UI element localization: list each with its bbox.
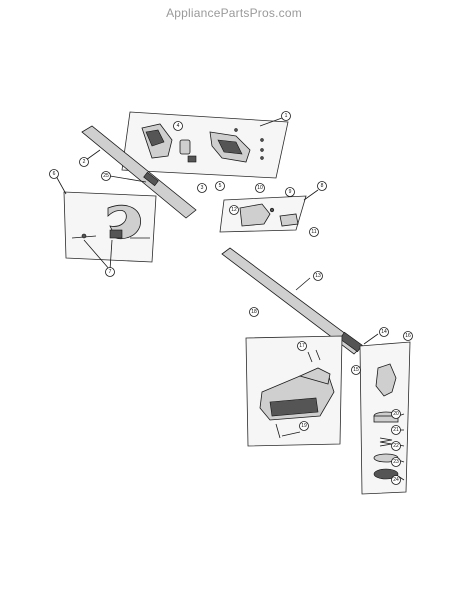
svg-text:15: 15 xyxy=(353,367,359,373)
callout-25: 25 xyxy=(101,171,111,181)
svg-text:22: 22 xyxy=(393,443,399,449)
svg-text:10: 10 xyxy=(257,185,263,191)
callout-2: 2 xyxy=(79,157,89,167)
callout-21: 21 xyxy=(391,425,401,435)
svg-text:24: 24 xyxy=(393,477,399,483)
line-cutter-blade[interactable] xyxy=(275,423,301,439)
svg-text:13: 13 xyxy=(315,273,321,279)
callout-6: 6 xyxy=(49,169,59,179)
guard-assembly[interactable] xyxy=(259,367,335,421)
upper-housing-right-half[interactable] xyxy=(209,131,251,163)
callout-17: 17 xyxy=(297,341,307,351)
svg-text:12: 12 xyxy=(231,207,237,213)
callout-15: 15 xyxy=(351,365,361,375)
svg-text:16: 16 xyxy=(405,333,411,339)
callout-18: 18 xyxy=(249,307,259,317)
callout-3: 3 xyxy=(197,183,207,193)
callout-19: 19 xyxy=(299,421,309,431)
coupler-assembly[interactable] xyxy=(239,203,299,227)
callout-22: 22 xyxy=(391,441,401,451)
callout-12: 12 xyxy=(229,205,239,215)
svg-text:20: 20 xyxy=(393,411,399,417)
gear-head[interactable] xyxy=(375,363,397,397)
upper-housing-left-half[interactable] xyxy=(141,123,173,159)
callout-8: 8 xyxy=(317,181,327,191)
callout-1: 1 xyxy=(281,111,291,121)
svg-text:8: 8 xyxy=(321,183,324,189)
watermark-text: AppliancePartsPros.com xyxy=(166,6,302,20)
svg-text:21: 21 xyxy=(393,427,399,433)
svg-text:11: 11 xyxy=(311,229,316,235)
callout-24: 24 xyxy=(391,475,401,485)
switch-trigger[interactable] xyxy=(179,139,197,163)
callout-14: 14 xyxy=(379,327,389,337)
svg-text:9: 9 xyxy=(289,189,292,195)
panel-assist-handle xyxy=(63,191,157,263)
svg-text:23: 23 xyxy=(393,459,399,465)
upper-shaft[interactable] xyxy=(81,125,197,219)
svg-text:1: 1 xyxy=(285,113,288,119)
svg-text:2: 2 xyxy=(83,159,86,165)
housing-screws[interactable] xyxy=(234,128,264,160)
svg-text:7: 7 xyxy=(109,269,112,275)
assist-handle-bolts[interactable] xyxy=(71,233,150,239)
callout-5: 5 xyxy=(215,181,225,191)
callout-23: 23 xyxy=(391,457,401,467)
callout-13: 13 xyxy=(313,271,323,281)
svg-text:6: 6 xyxy=(53,171,56,177)
callout-9: 9 xyxy=(285,187,295,197)
callout-16: 16 xyxy=(403,331,413,341)
svg-text:3: 3 xyxy=(201,185,204,191)
svg-text:25: 25 xyxy=(103,173,109,179)
svg-text:5: 5 xyxy=(219,183,222,189)
callout-7: 7 xyxy=(105,267,115,277)
assist-handle[interactable] xyxy=(107,204,141,240)
guard-screws[interactable] xyxy=(307,349,321,363)
callout-10: 10 xyxy=(255,183,265,193)
leader-lines xyxy=(55,117,405,481)
callout-4: 4 xyxy=(173,121,183,131)
svg-text:19: 19 xyxy=(301,423,307,429)
svg-text:17: 17 xyxy=(299,343,305,349)
spring[interactable] xyxy=(379,437,393,447)
svg-text:18: 18 xyxy=(251,309,257,315)
panel-upper-housing xyxy=(121,111,289,179)
spool-cap[interactable] xyxy=(373,468,399,480)
callout-20: 20 xyxy=(391,409,401,419)
svg-text:4: 4 xyxy=(177,123,180,129)
svg-text:14: 14 xyxy=(381,329,387,335)
callout-11: 11 xyxy=(309,227,319,237)
